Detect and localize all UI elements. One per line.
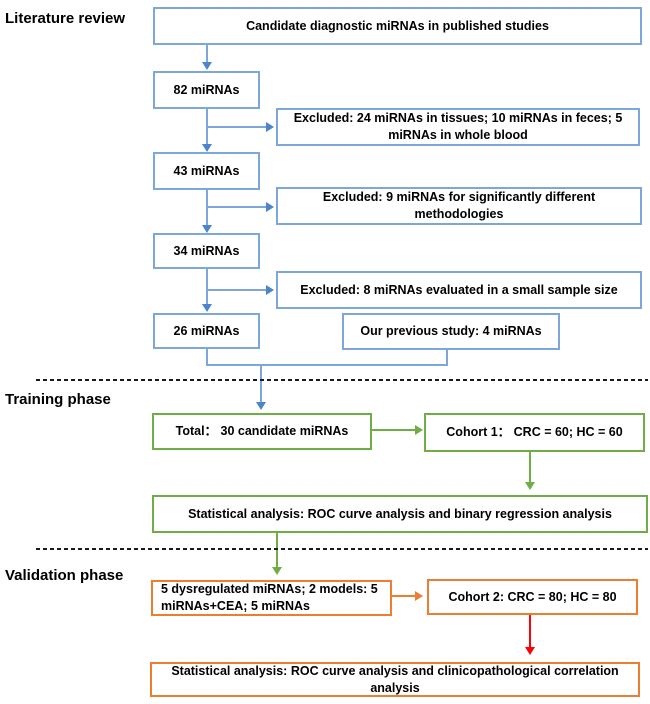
box-candidate-mirnas: Candidate diagnostic miRNAs in published… bbox=[153, 7, 642, 45]
arrowhead-down-icon bbox=[202, 225, 212, 233]
connector-line bbox=[206, 45, 208, 63]
arrowhead-right-icon bbox=[415, 591, 423, 601]
box-training-statistical-analysis: Statistical analysis: ROC curve analysis… bbox=[152, 495, 648, 533]
box-26-mirnas: 26 miRNAs bbox=[153, 313, 260, 349]
connector-line bbox=[206, 349, 208, 366]
connector-line bbox=[206, 289, 268, 291]
box-dysregulated-mirnas-models: 5 dysregulated miRNAs; 2 models: 5 miRNA… bbox=[151, 580, 392, 616]
box-34-mirnas: 34 miRNAs bbox=[153, 233, 260, 269]
box-cohort-1: Cohort 1： CRC = 60; HC = 60 bbox=[424, 413, 645, 452]
box-previous-study: Our previous study: 4 miRNAs bbox=[342, 313, 560, 350]
arrowhead-right-icon bbox=[266, 285, 274, 295]
connector-line bbox=[276, 533, 278, 568]
section-label-training-phase: Training phase bbox=[5, 391, 111, 408]
connector-line bbox=[446, 350, 448, 366]
connector-line bbox=[206, 269, 208, 305]
connector-line bbox=[529, 615, 531, 648]
connector-line bbox=[260, 364, 262, 403]
connector-line bbox=[529, 452, 531, 483]
box-43-mirnas: 43 miRNAs bbox=[153, 152, 260, 190]
connector-line bbox=[206, 126, 268, 128]
arrowhead-right-icon bbox=[266, 122, 274, 132]
arrowhead-down-icon bbox=[256, 402, 266, 410]
connector-line bbox=[372, 429, 417, 431]
arrowhead-down-icon bbox=[202, 304, 212, 312]
box-excluded-sample-size: Excluded: 8 miRNAs evaluated in a small … bbox=[276, 271, 642, 309]
box-82-mirnas: 82 miRNAs bbox=[153, 71, 260, 109]
arrowhead-down-icon bbox=[272, 567, 282, 575]
connector-line bbox=[206, 206, 268, 208]
arrowhead-right-icon bbox=[415, 425, 423, 435]
box-excluded-methodologies: Excluded: 9 miRNAs for significantly dif… bbox=[276, 187, 642, 225]
box-cohort-2: Cohort 2: CRC = 80; HC = 80 bbox=[427, 579, 638, 615]
section-label-validation-phase: Validation phase bbox=[5, 567, 124, 584]
arrowhead-down-icon bbox=[525, 647, 535, 655]
arrowhead-down-icon bbox=[202, 144, 212, 152]
connector-line bbox=[206, 190, 208, 226]
arrowhead-down-icon bbox=[525, 482, 535, 490]
arrowhead-down-icon bbox=[202, 62, 212, 70]
phase-separator-line bbox=[36, 548, 648, 550]
connector-line bbox=[206, 364, 448, 366]
section-label-literature-review: Literature review bbox=[5, 10, 126, 27]
phase-separator-line bbox=[36, 379, 648, 381]
box-total-candidate-mirnas: Total： 30 candidate miRNAs bbox=[152, 413, 372, 450]
connector-line bbox=[392, 595, 417, 597]
box-validation-statistical-analysis: Statistical analysis: ROC curve analysis… bbox=[150, 662, 640, 697]
arrowhead-right-icon bbox=[266, 202, 274, 212]
box-excluded-tissues-feces-blood: Excluded: 24 miRNAs in tissues; 10 miRNA… bbox=[276, 108, 640, 146]
